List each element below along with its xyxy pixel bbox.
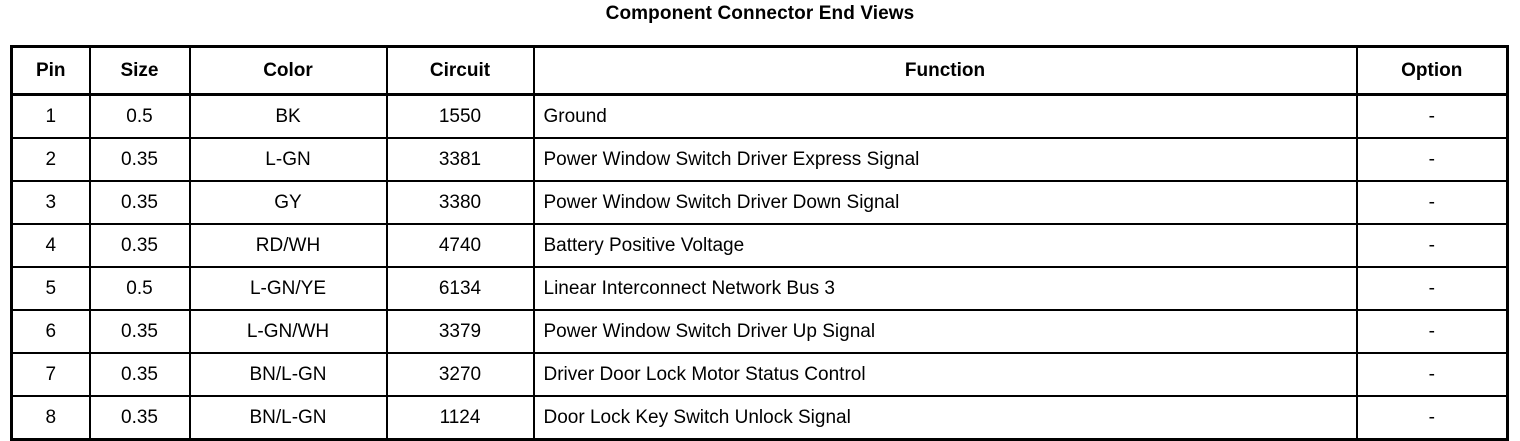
cell-color: GY — [188, 180, 388, 225]
table-row: 1 0.5 BK 1550 Ground - — [11, 93, 1508, 139]
cell-pin: 3 — [11, 180, 91, 225]
table-row: 8 0.35 BN/L-GN 1124 Door Lock Key Switch… — [11, 395, 1508, 440]
cell-circuit: 3270 — [385, 352, 535, 397]
cell-function: Battery Positive Voltage — [532, 223, 1358, 268]
cell-size: 0.5 — [88, 93, 191, 139]
cell-color: BK — [188, 93, 388, 139]
cell-circuit: 1550 — [385, 93, 535, 139]
page-root: Component Connector End Views Pin Size C… — [10, 3, 1509, 441]
cell-pin: 5 — [11, 266, 91, 311]
cell-circuit: 3380 — [385, 180, 535, 225]
cell-color: BN/L-GN — [188, 352, 388, 397]
cell-option: - — [1355, 352, 1508, 397]
cell-function: Ground — [532, 93, 1358, 139]
table-row: 4 0.35 RD/WH 4740 Battery Positive Volta… — [11, 223, 1508, 268]
cell-color: L-GN — [188, 137, 388, 182]
cell-pin: 7 — [11, 352, 91, 397]
table-row: 5 0.5 L-GN/YE 6134 Linear Interconnect N… — [11, 266, 1508, 311]
cell-option: - — [1355, 93, 1508, 139]
cell-option: - — [1355, 395, 1508, 440]
column-header-size: Size — [88, 46, 191, 96]
cell-circuit: 1124 — [385, 395, 535, 440]
cell-pin: 4 — [11, 223, 91, 268]
connector-pinout-table-wrapper: Pin Size Color Circuit Function Option 1… — [10, 45, 1509, 441]
table-row: 6 0.35 L-GN/WH 3379 Power Window Switch … — [11, 309, 1508, 354]
cell-function: Linear Interconnect Network Bus 3 — [532, 266, 1358, 311]
cell-circuit: 3381 — [385, 137, 535, 182]
table-header-row: Pin Size Color Circuit Function Option — [11, 46, 1508, 96]
cell-color: BN/L-GN — [188, 395, 388, 440]
cell-function: Driver Door Lock Motor Status Control — [532, 352, 1358, 397]
cell-pin: 6 — [11, 309, 91, 354]
table-body: 1 0.5 BK 1550 Ground - 2 0.35 L-GN 3381 … — [11, 93, 1508, 440]
cell-option: - — [1355, 223, 1508, 268]
cell-function: Power Window Switch Driver Express Signa… — [532, 137, 1358, 182]
cell-function: Power Window Switch Driver Up Signal — [532, 309, 1358, 354]
cell-color: L-GN/YE — [188, 266, 388, 311]
cell-option: - — [1355, 137, 1508, 182]
column-header-color: Color — [188, 46, 388, 96]
column-header-circuit: Circuit — [385, 46, 535, 96]
cell-size: 0.35 — [88, 309, 191, 354]
cell-function: Power Window Switch Driver Down Signal — [532, 180, 1358, 225]
table-row: 2 0.35 L-GN 3381 Power Window Switch Dri… — [11, 137, 1508, 182]
connector-pinout-table: Pin Size Color Circuit Function Option 1… — [10, 45, 1509, 441]
cell-size: 0.35 — [88, 137, 191, 182]
cell-function: Door Lock Key Switch Unlock Signal — [532, 395, 1358, 440]
cell-size: 0.35 — [88, 180, 191, 225]
cell-size: 0.5 — [88, 266, 191, 311]
column-header-pin: Pin — [11, 46, 91, 96]
cell-circuit: 3379 — [385, 309, 535, 354]
cell-circuit: 6134 — [385, 266, 535, 311]
cell-pin: 1 — [11, 93, 91, 139]
cell-color: L-GN/WH — [188, 309, 388, 354]
cell-option: - — [1355, 180, 1508, 225]
table-row: 3 0.35 GY 3380 Power Window Switch Drive… — [11, 180, 1508, 225]
cell-size: 0.35 — [88, 223, 191, 268]
cell-size: 0.35 — [88, 395, 191, 440]
column-header-function: Function — [532, 46, 1358, 96]
column-header-option: Option — [1355, 46, 1508, 96]
cell-option: - — [1355, 266, 1508, 311]
cell-size: 0.35 — [88, 352, 191, 397]
cell-option: - — [1355, 309, 1508, 354]
page-title: Component Connector End Views — [605, 3, 915, 24]
cell-pin: 8 — [11, 395, 91, 440]
cell-circuit: 4740 — [385, 223, 535, 268]
cell-color: RD/WH — [188, 223, 388, 268]
table-row: 7 0.35 BN/L-GN 3270 Driver Door Lock Mot… — [11, 352, 1508, 397]
table-header: Pin Size Color Circuit Function Option — [11, 46, 1508, 96]
cell-pin: 2 — [11, 137, 91, 182]
